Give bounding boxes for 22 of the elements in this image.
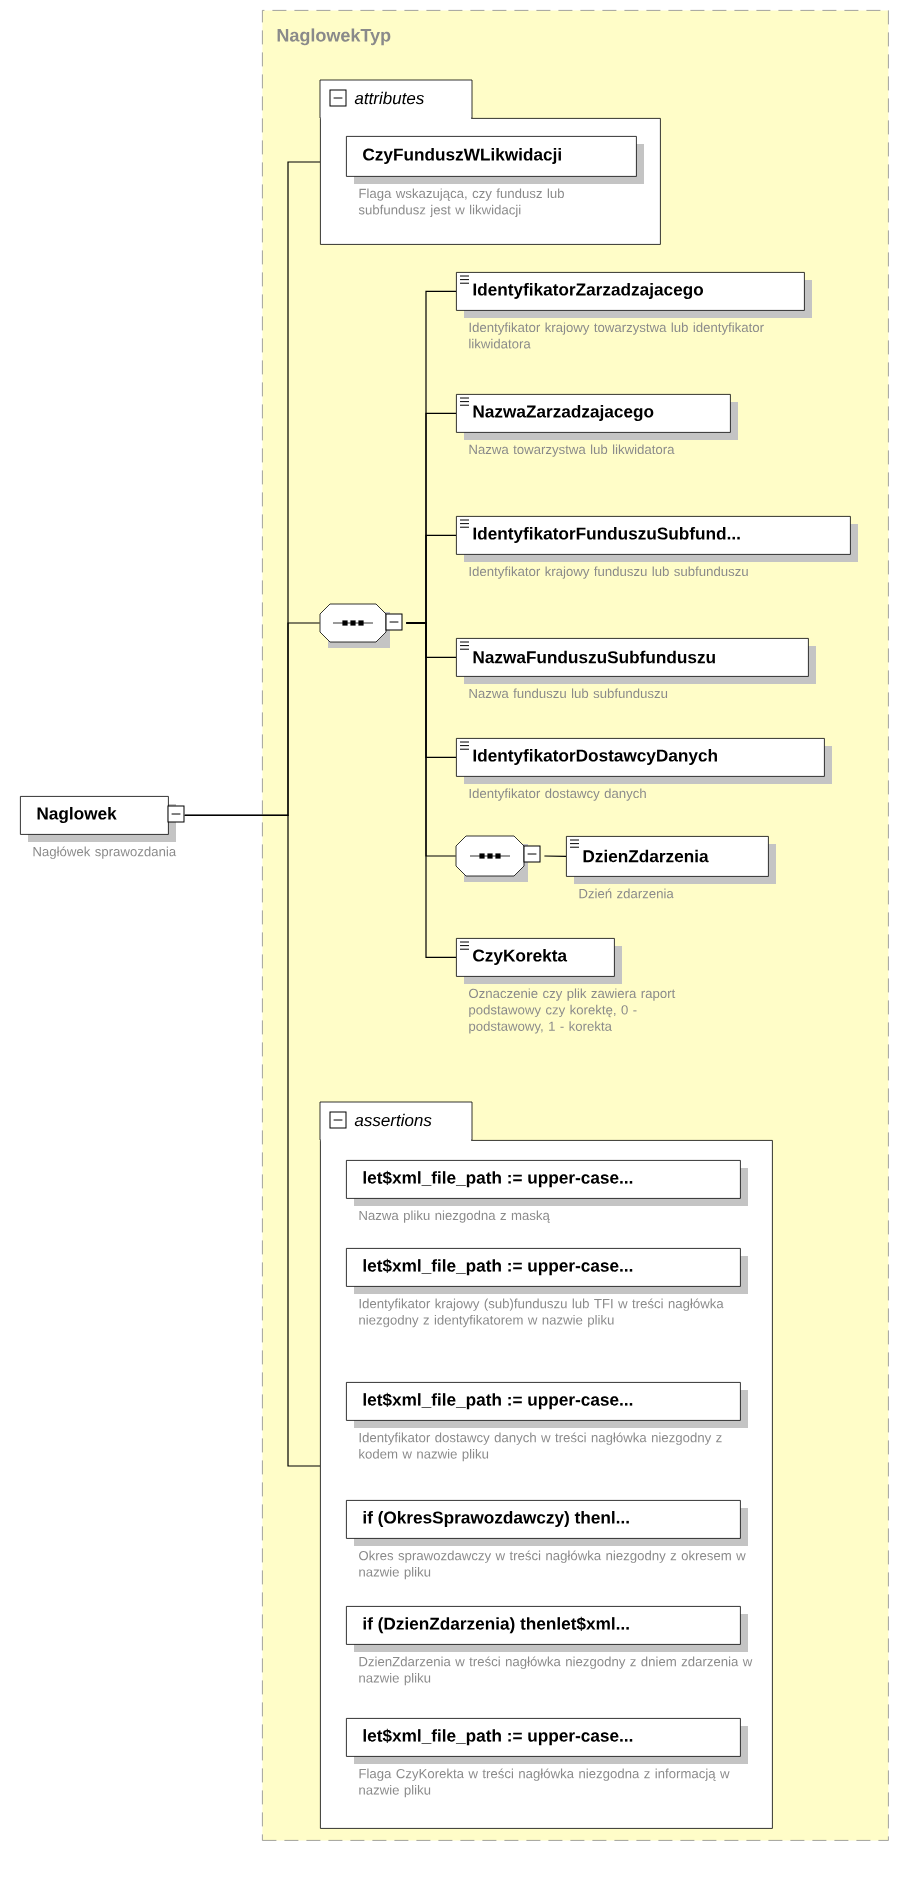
element-box: let$xml_file_path := upper-case... [346, 1248, 748, 1294]
element-box: IdentyfikatorZarzadzajacego [456, 272, 812, 318]
element-box: let$xml_file_path := upper-case... [346, 1718, 748, 1764]
element-box: if (DzienZdarzenia) thenlet$xml... [346, 1606, 748, 1652]
element-box: CzyFunduszWLikwidacji [346, 136, 644, 184]
connector-line [184, 814, 321, 1467]
element-box: NazwaFunduszuSubfunduszu [456, 638, 816, 684]
element-box: let$xml_file_path := upper-case... [346, 1160, 748, 1206]
element-box: let$xml_file_path := upper-case... [346, 1382, 748, 1428]
node-label: assertions [354, 1113, 432, 1127]
element-box: DzienZdarzenia [566, 836, 776, 884]
element-box: NazwaZarzadzajacego [456, 394, 738, 440]
element-box: Naglowek [20, 796, 185, 842]
node-label: attributes [354, 91, 424, 105]
element-box: IdentyfikatorFunduszuSubfund... [456, 516, 858, 562]
connector-line [543, 855, 567, 857]
element-box: IdentyfikatorDostawcyDanych [456, 738, 832, 784]
element-box: CzyKorekta [456, 938, 622, 984]
element-box: if (OkresSprawozdawczy) thenl... [346, 1500, 748, 1546]
sequence-compositor [319, 603, 403, 648]
connector-line [405, 622, 457, 958]
sequence-compositor [455, 835, 541, 882]
